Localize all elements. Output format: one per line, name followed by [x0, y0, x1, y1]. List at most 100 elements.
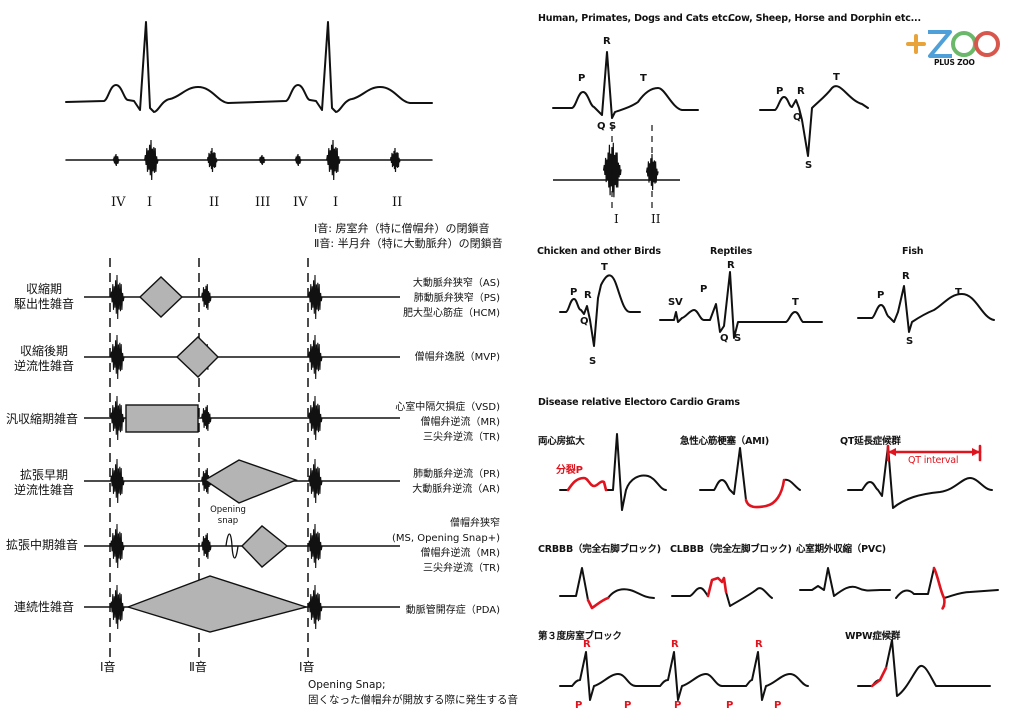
roman-label: I: [147, 195, 153, 210]
pvc-ecg-trace: [799, 567, 999, 599]
murmur-name-holosystolic: 汎収縮期雑音: [5, 412, 78, 426]
ami-ecg-trace: [699, 447, 801, 501]
biatrial-split-p-highlight: [566, 476, 608, 492]
cow-t-label: T: [833, 72, 840, 83]
human-s1-label: I: [614, 212, 619, 226]
sound-i-burst: [326, 139, 341, 181]
sound-iv-burst: [294, 153, 302, 167]
reptile-t-label: T: [792, 297, 799, 308]
murmur-s1-burst: [308, 274, 323, 320]
reptile-ecg-trace: [659, 271, 823, 339]
cow-ecg-trace: [759, 85, 869, 157]
bird-p-label: P: [570, 287, 578, 298]
reptile-r-label: R: [727, 260, 735, 271]
avb3-ecg-trace: [559, 651, 809, 701]
wpw-ecg-trace: [857, 639, 991, 697]
murmur-diseases-ejection: 大動脈弁狭窄（AS)肺動脈弁狭窄（PS)肥大型心筋症（HCM): [402, 278, 500, 319]
murmur-name-continuous: 連続性雑音: [13, 600, 74, 614]
avb3-p-label: P: [674, 700, 682, 711]
cow-s-label: S: [805, 160, 813, 171]
logo-caption: PLUS ZOO: [934, 58, 975, 67]
crbbb-ecg-trace: [559, 567, 655, 601]
crbbb-wide-s-highlight: [586, 596, 610, 610]
murmur-s1-burst: [308, 458, 323, 504]
avb3-r-label: R: [755, 639, 763, 650]
human-s-label: S: [609, 121, 617, 132]
reptile-sv-label: SV: [668, 297, 683, 308]
roman-label: III: [255, 195, 271, 210]
cow-q-label: Q: [793, 112, 802, 123]
murmur-s1-burst: [110, 395, 125, 441]
murmur-name-ejection: 収縮期駆出性雑音: [13, 282, 74, 311]
fish-p-label: P: [877, 290, 885, 301]
murmur-s2-burst: [201, 533, 212, 559]
fish-title: Fish: [902, 246, 924, 257]
disease-section-title: Disease relative Electoro Cardio Grams: [538, 397, 740, 408]
wpw-title: WPW症候群: [845, 631, 901, 642]
sound-ii-burst: [389, 147, 401, 173]
bird-title: Chicken and other Birds: [537, 246, 661, 257]
murmur-shape-ejection: [138, 276, 184, 318]
murmur-s1-burst: [110, 274, 125, 320]
murmur-shape-late-systolic: [175, 336, 219, 378]
cow-p-label: P: [776, 86, 784, 97]
murmur-shape-mid-diastolic: [241, 525, 289, 568]
murmur-diseases-late-systolic: 僧帽弁逸脱（MVP): [414, 352, 500, 363]
heart-sound-legend-s1: Ⅰ音: 房室弁（特に僧帽弁）の閉鎖音: [314, 222, 490, 235]
avb3-p-label: P: [774, 700, 782, 711]
roman-label: I: [333, 195, 339, 210]
murmur-diseases-mid-diastolic: 僧帽弁狭窄(MS, Opening Snap+)僧帽弁逆流（MR)三尖弁逆流（T…: [391, 518, 500, 574]
cow-r-label: R: [797, 86, 805, 97]
murmur-name-mid-diastolic: 拡張中期雑音: [5, 538, 78, 552]
footnote-body: 固くなった僧帽弁が開放する際に発生する音: [308, 694, 518, 706]
fish-t-label: T: [955, 287, 962, 298]
qt-ecg-trace: [847, 445, 993, 509]
avb3-r-label: R: [583, 639, 591, 650]
qt-title: QT延長症候群: [840, 436, 901, 447]
opening-snap-wave: [225, 533, 239, 559]
clbbb-ecg-trace: [671, 587, 773, 607]
split-p-label: 分裂P: [556, 465, 583, 476]
avb3-p-label: P: [575, 700, 583, 711]
bird-r-label: R: [584, 290, 592, 301]
bird-ecg-trace: [559, 274, 641, 347]
murmur-s1-burst: [308, 584, 323, 630]
human-r-label: R: [603, 36, 611, 47]
reptile-p-label: P: [700, 284, 708, 295]
sound-i-burst: [144, 139, 159, 181]
murmur-s1-burst: [110, 584, 125, 630]
human-t-label: T: [640, 73, 647, 84]
murmur-s2-burst: [201, 405, 212, 431]
murmur-s2-burst: [201, 284, 212, 310]
wpw-delta-wave-highlight: [870, 666, 888, 688]
roman-label: II: [392, 195, 403, 210]
crbbb-title: CRBBB（完全右脚ブロック): [538, 544, 661, 555]
murmur-s1-burst: [308, 334, 323, 380]
roman-label: IV: [111, 195, 126, 210]
avb3-r-label: R: [671, 639, 679, 650]
footnote-title: Opening Snap;: [308, 679, 386, 691]
murmur-shape-continuous: [125, 575, 309, 633]
murmur-s1-burst: [110, 334, 125, 380]
sound-iii-burst: [258, 154, 266, 166]
sound-ii-burst: [206, 147, 218, 173]
reptile-s-label: S: [734, 333, 742, 344]
roman-label: IV: [293, 195, 308, 210]
biatrial-title: 両心房拡大: [538, 436, 585, 447]
heart-sound-legend-s2: Ⅱ音: 半月弁（特に大動脈弁）の閉鎖音: [314, 237, 503, 250]
clbbb-notched-r-highlight: [706, 576, 728, 598]
human-q-label: Q: [597, 121, 606, 132]
bottom-label-s1b: Ⅰ音: [299, 660, 315, 674]
human-s2-label: II: [651, 212, 661, 226]
bird-s-label: S: [589, 356, 597, 367]
murmur-s1-burst: [308, 395, 323, 441]
murmur-shape-holosystolic: [125, 404, 199, 433]
reference-ecg-trace: [65, 21, 433, 113]
murmur-diseases-early-diastolic: 肺動脈弁逆流（PR)大動脈弁逆流（AR): [412, 469, 500, 495]
ami-st-elevation-highlight: [744, 478, 786, 509]
bottom-label-s2: Ⅱ音: [189, 660, 207, 674]
bird-q-label: Q: [580, 316, 589, 327]
avb3-p-label: P: [624, 700, 632, 711]
clbbb-title: CLBBB（完全左脚ブロック): [670, 544, 792, 555]
